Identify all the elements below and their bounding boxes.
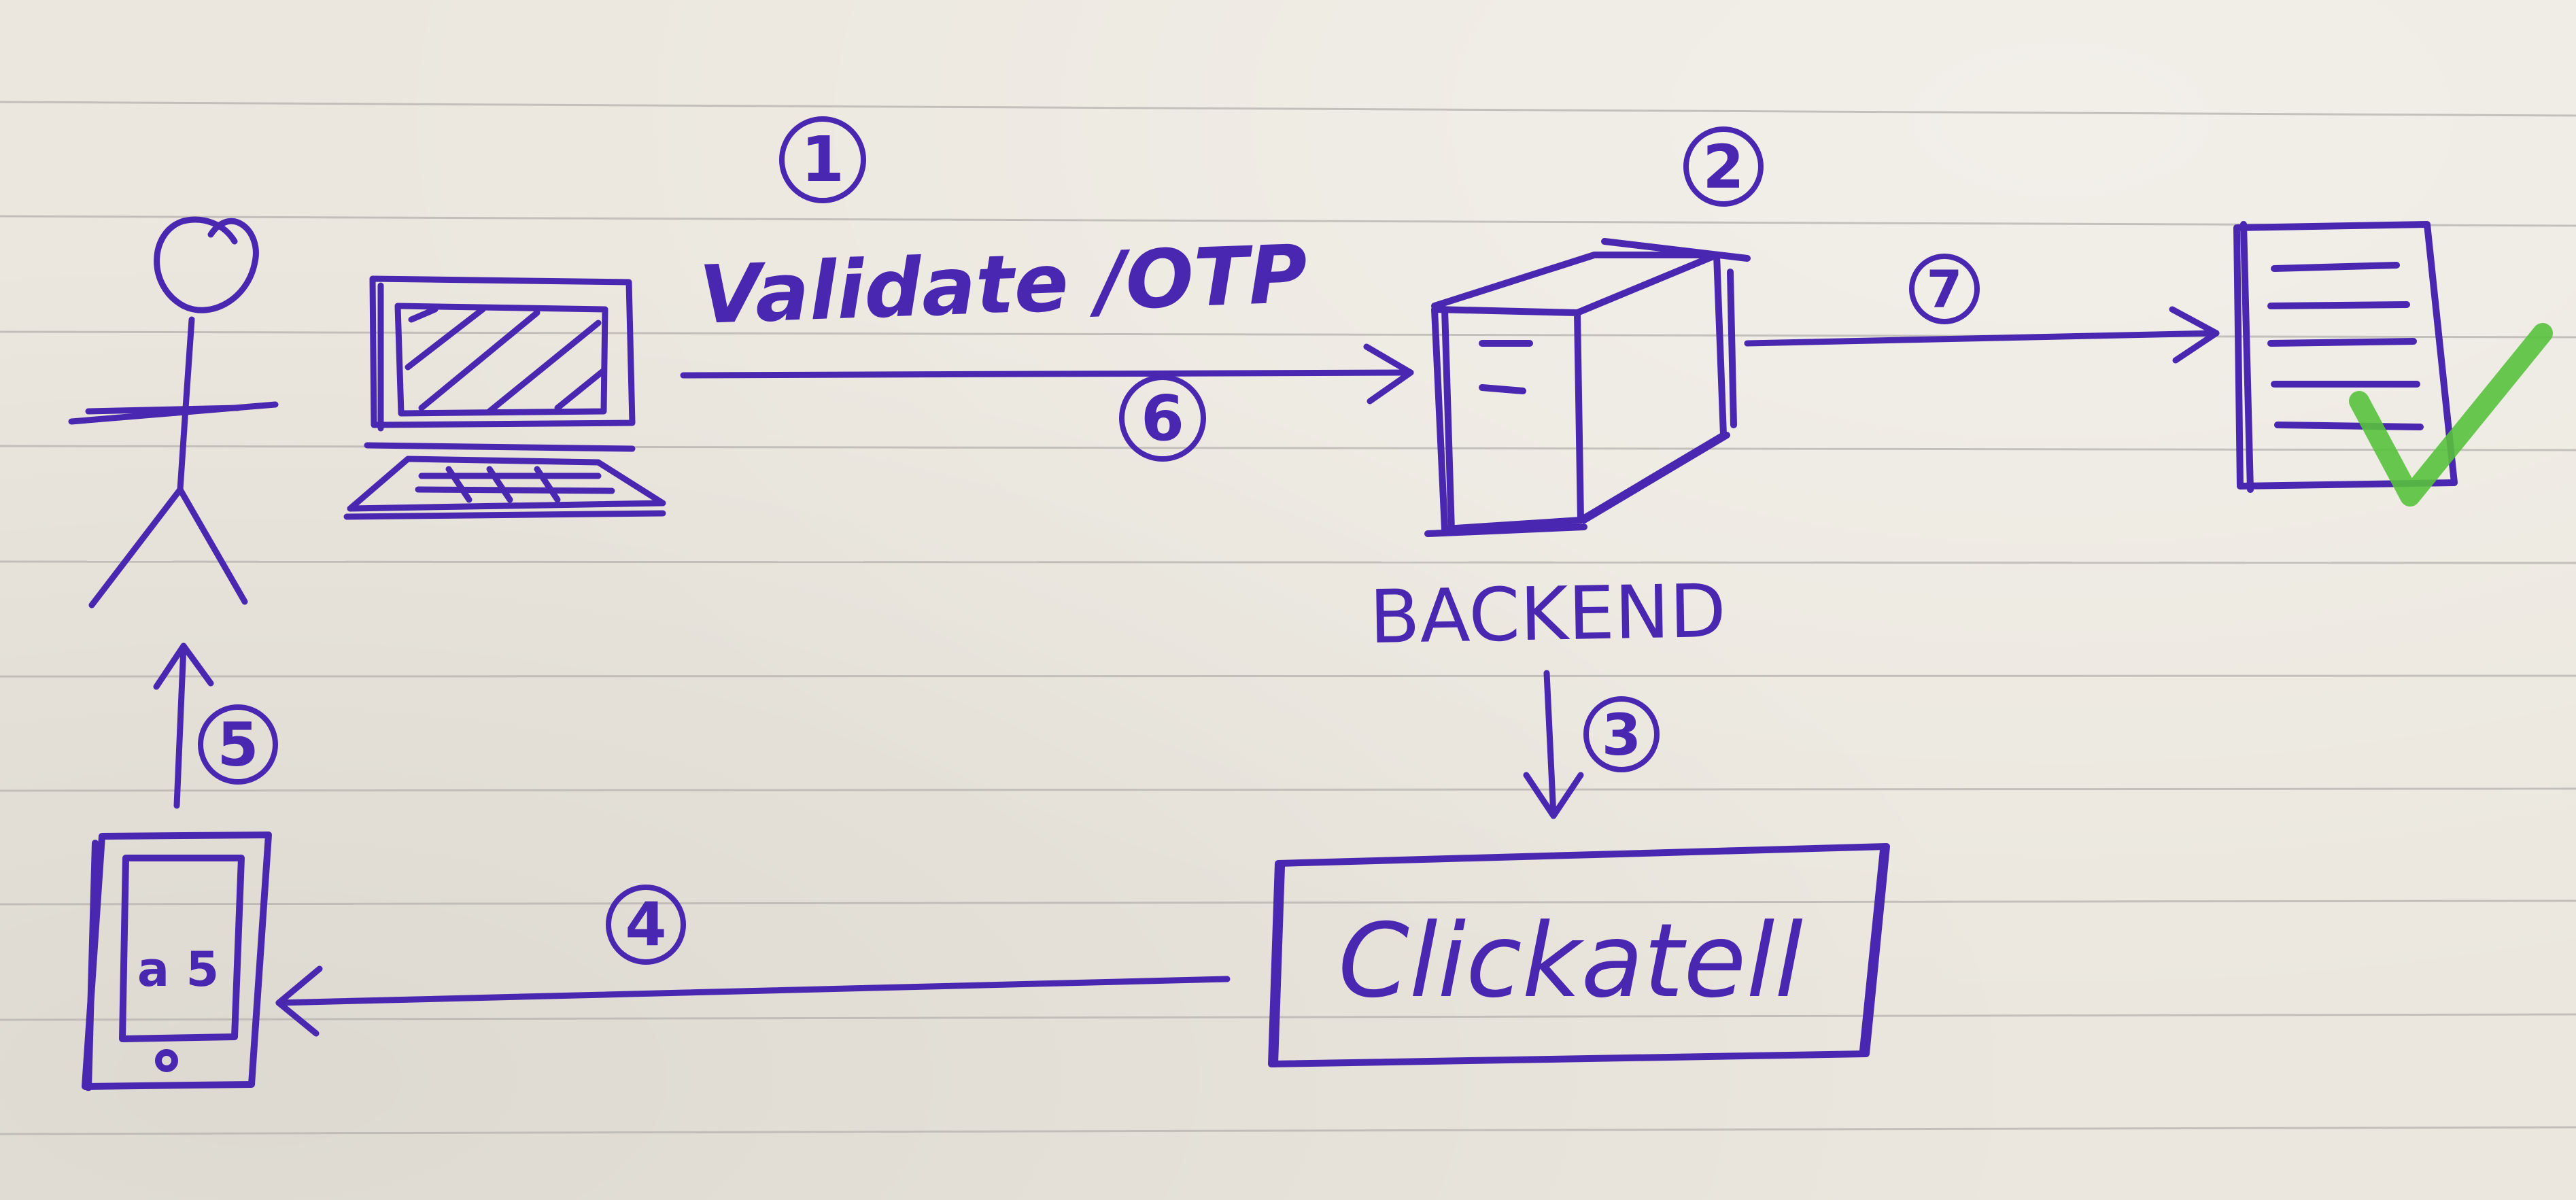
user-stick-figure-icon (68, 216, 279, 608)
arrow-to-user (153, 642, 214, 809)
step-2-label: 2 (1702, 132, 1744, 202)
ruled-lines (0, 101, 2576, 1135)
backend-label: BACKEND (1369, 569, 1727, 660)
clickatell-label: Clickatell (1338, 902, 1803, 1021)
step-circles (198, 116, 1980, 965)
step-3-label: 3 (1602, 702, 1641, 768)
step-5-label: 5 (217, 710, 258, 780)
arrow-to-document (1744, 306, 2220, 364)
step-6-label: 6 (1141, 382, 1184, 455)
checkmark-icon (2349, 323, 2553, 507)
arrow-validate-otp (680, 343, 1414, 405)
arrow-to-phone (275, 965, 1231, 1037)
step-4-label: 4 (625, 889, 666, 959)
step-1-label: 1 (801, 123, 844, 196)
clickatell-box (1268, 843, 1890, 1067)
arrow-to-clickatell (1523, 670, 1584, 819)
server-icon (1424, 238, 1751, 537)
laptop-icon (343, 275, 666, 520)
validate-otp-label: Validate /OTP (698, 227, 1309, 342)
phone-code-label: a 5 (137, 942, 219, 997)
step-7-label: 7 (1927, 259, 1963, 320)
document-icon (2233, 221, 2458, 493)
phone-icon (82, 832, 272, 1091)
